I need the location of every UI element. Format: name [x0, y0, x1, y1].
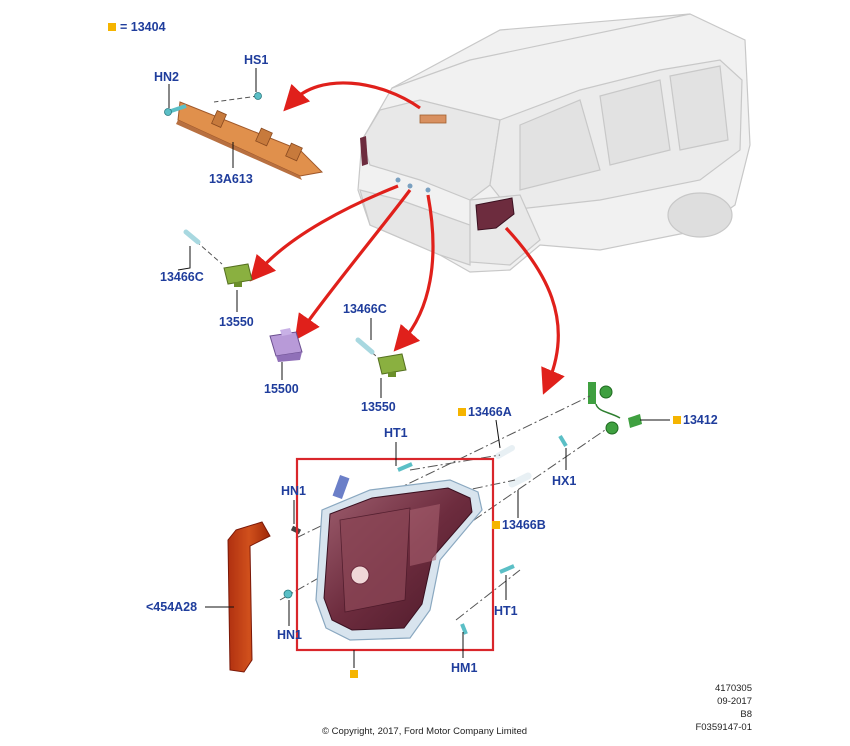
callout-arrows	[249, 81, 565, 395]
label-13466a: 13466A	[468, 405, 512, 419]
marker-tail-lamp	[350, 670, 358, 678]
label-13466c-b: 13466C	[343, 302, 387, 316]
leader-lines	[168, 68, 670, 668]
ht1-top-bolt-icon	[397, 462, 413, 472]
vehicle-left-lamp	[360, 136, 368, 166]
label-ht1-top: HT1	[384, 426, 408, 440]
bulb-leader-dash-a	[189, 235, 223, 265]
label-hn1-top: HN1	[281, 484, 307, 498]
label-13a613: 13A613	[209, 172, 253, 186]
bulb-13466c-b-icon	[355, 337, 375, 355]
applique-trim	[227, 521, 271, 673]
label-hm1: HM1	[451, 661, 478, 675]
marker-13412	[673, 416, 681, 424]
licence-lamp-left	[223, 263, 253, 287]
liftgate-switch	[269, 328, 303, 362]
vehicle-tail-lamp	[475, 197, 515, 231]
wiring-connectors	[588, 382, 642, 435]
label-13412: 13412	[683, 413, 718, 427]
bulb-13466b-icon	[508, 472, 532, 488]
label-hx1: HX1	[552, 474, 577, 488]
tail-lamp-highlight-frame	[295, 457, 495, 652]
label-13466b: 13466B	[502, 518, 546, 532]
label-ht1-bottom: HT1	[494, 604, 518, 618]
hs1-screw-icon	[254, 92, 262, 100]
copyright-notice: © Copyright, 2017, Ford Motor Company Li…	[322, 726, 528, 737]
hn2-nut-icon	[164, 108, 172, 116]
label-hn1-bottom: HN1	[277, 628, 303, 642]
meta-line-2: 09-2017	[717, 696, 752, 707]
meta-line-1: 4170305	[715, 683, 752, 694]
bulb-13466c-a-icon	[183, 229, 201, 245]
label-15500: 15500	[264, 382, 299, 396]
hx1-screw-icon	[558, 434, 568, 448]
label-13550-b: 13550	[361, 400, 396, 414]
tail-lamp-assembly	[315, 474, 483, 641]
hs1-leader-dash	[213, 95, 259, 103]
legend-marker	[108, 23, 116, 31]
vehicle-rear-view	[357, 13, 751, 273]
licence-lamp-right	[377, 353, 407, 377]
meta-line-3: B8	[740, 709, 752, 720]
ht1-bottom-bolt-icon	[499, 564, 515, 574]
label-hs1: HS1	[244, 53, 269, 67]
label-hn2: HN2	[154, 70, 180, 84]
high-mount-stop-lamp	[176, 101, 324, 180]
legend-text: = 13404	[120, 20, 166, 34]
label-13550-a: 13550	[219, 315, 254, 329]
marker-13466b	[492, 521, 500, 529]
bulb-13466a-icon	[495, 445, 515, 459]
vehicle-licence-lamp-left	[395, 177, 401, 183]
vehicle-licence-lamp-mid	[407, 183, 413, 189]
vehicle-high-mount-lamp	[419, 114, 447, 124]
label-13466c-a: 13466C	[160, 270, 204, 284]
label-454a28: <454A28	[146, 600, 198, 614]
meta-line-4: F0359147-01	[695, 722, 752, 733]
vehicle-licence-lamp-right	[425, 187, 431, 193]
hn1-bottom-nut-icon	[283, 589, 293, 599]
legend: = 13404	[108, 20, 166, 34]
marker-13466a	[458, 408, 466, 416]
diagram-meta: 4170305 09-2017 B8 F0359147-01	[695, 682, 752, 734]
hm1-fastener-icon	[460, 623, 468, 635]
